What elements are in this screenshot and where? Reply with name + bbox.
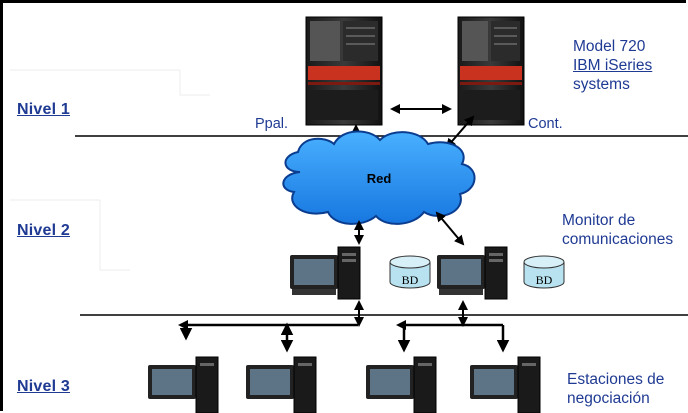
server-caption-line2: IBM iSeries [573, 57, 653, 74]
station-pc-2-icon [246, 356, 317, 413]
database-right-icon [523, 255, 565, 289]
server-primary-icon [305, 16, 383, 126]
db-right-label: BD [536, 273, 553, 287]
server-primary-label: Ppal. [255, 116, 289, 132]
station-pc-3-icon [366, 356, 437, 413]
arrow-red-pc2 [435, 211, 465, 246]
monitor-caption: Monitor de comunicaciones [562, 211, 673, 249]
server-secondary-label: Cont. [528, 116, 563, 132]
monitor-caption-line2: comunicaciones [562, 231, 674, 248]
level-1-label: Nivel 1 [17, 101, 70, 118]
station-bus-left [179, 322, 358, 353]
level-2-label: Nivel 2 [17, 222, 70, 239]
cloud-label: Red [367, 171, 392, 186]
monitor-pc-left-icon [290, 246, 361, 300]
db-left-label: BD [402, 273, 419, 287]
level-3-label: Nivel 3 [17, 378, 70, 395]
server-caption-line1: Model 720 [573, 38, 646, 55]
arrow-cont-red [445, 115, 475, 149]
monitor-pc-right-icon [437, 246, 508, 300]
station-pc-4-icon [470, 356, 541, 413]
stations-caption: Estaciones de negociación [567, 370, 664, 408]
background-guides [10, 69, 210, 271]
stations-caption-line2: negociación [567, 390, 650, 407]
server-caption: Model 720 IBM iSeries systems [573, 37, 652, 94]
station-bus-right [397, 323, 510, 353]
server-secondary-icon [457, 16, 525, 126]
station-pc-1-icon [148, 356, 219, 413]
stations-caption-line1: Estaciones de [567, 371, 665, 388]
server-caption-line3: systems [573, 76, 630, 93]
monitor-caption-line1: Monitor de [562, 212, 636, 229]
network-cloud-icon [282, 130, 476, 225]
database-left-icon [389, 255, 431, 289]
